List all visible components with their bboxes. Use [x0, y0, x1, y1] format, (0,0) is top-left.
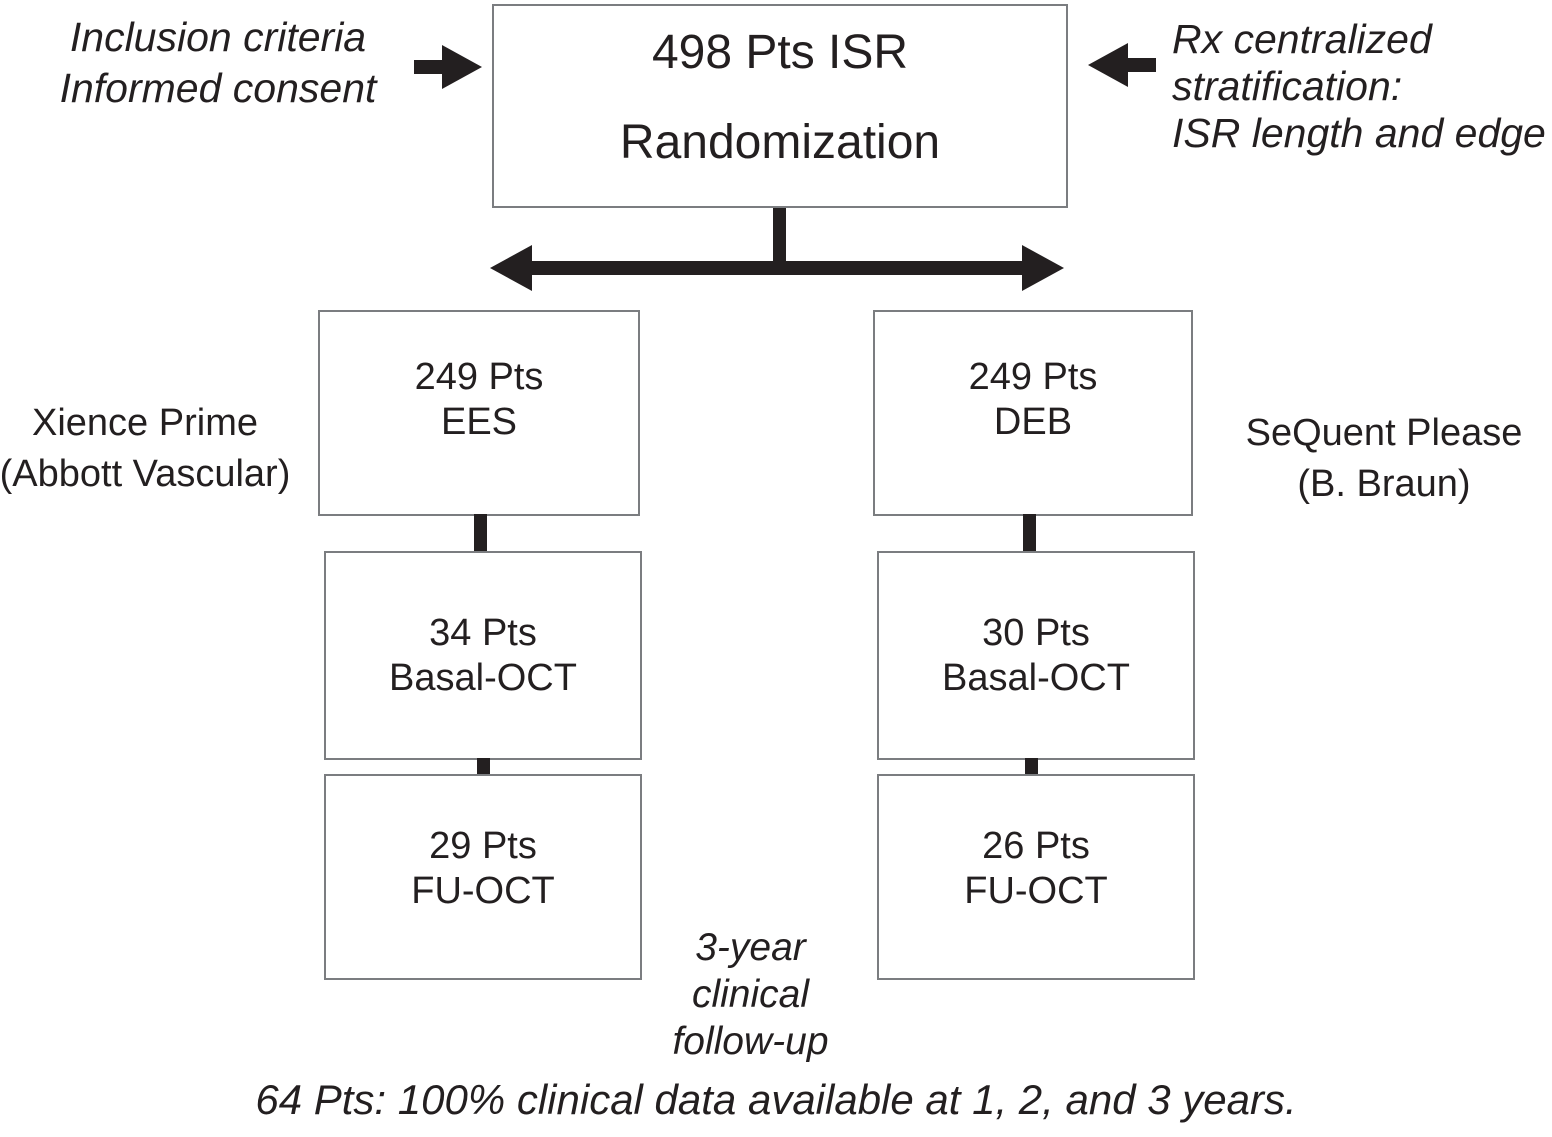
randomization-box-line2: Randomization	[619, 116, 941, 169]
deb-basal-oct-label: Basal-OCT	[942, 656, 1130, 699]
left-arm-device-maker: (Abbott Vascular)	[0, 453, 291, 495]
followup-note: 3-year clinical follow-up	[648, 924, 853, 1065]
ees-arm-count: 249 Pts	[414, 356, 544, 398]
ees-fu-oct-count: 29 Pts	[429, 825, 537, 867]
inclusion-annotation-line2: Informed consent	[59, 65, 377, 111]
stratification-annotation-line2: stratification:	[1172, 63, 1403, 109]
stratification-annotation-line3: ISR length and edge	[1172, 110, 1546, 156]
ees-arm-label: EES	[440, 401, 518, 443]
deb-arm-count: 249 Pts	[968, 356, 1098, 398]
right-block-arrow-icon	[414, 45, 482, 89]
split-arrow-left-head	[490, 245, 532, 291]
deb-fu-oct-box: 26 Pts FU-OCT	[877, 774, 1195, 980]
ees-basal-oct-box: 34 Pts Basal-OCT	[324, 551, 642, 760]
inclusion-annotation: Inclusion criteria Informed consent	[38, 12, 398, 114]
deb-arm-box: 249 Pts DEB	[873, 310, 1193, 516]
right-arm-device-label: SeQuent Please (B. Braun)	[1229, 408, 1539, 510]
arrow-head	[1088, 43, 1128, 87]
ees-fu-oct-label: FU-OCT	[411, 870, 555, 912]
followup-note-line1: 3-year	[695, 926, 806, 969]
arrow-head	[442, 45, 482, 89]
left-connector-2	[477, 758, 490, 776]
ees-basal-oct-label: Basal-OCT	[389, 656, 577, 699]
ees-arm-box: 249 Pts EES	[318, 310, 640, 516]
deb-basal-oct-count: 30 Pts	[982, 611, 1090, 654]
right-connector-1	[1023, 514, 1036, 552]
right-connector-2	[1025, 758, 1038, 776]
stratification-annotation: Rx centralized stratification: ISR lengt…	[1172, 16, 1552, 157]
left-connector-1	[474, 514, 487, 552]
right-arm-device-maker: (B. Braun)	[1297, 463, 1471, 505]
left-arm-device-name: Xience Prime	[32, 402, 258, 444]
randomization-box-line1: 498 Pts ISR	[651, 26, 909, 79]
deb-fu-oct-label: FU-OCT	[964, 870, 1108, 912]
left-block-arrow-icon	[1088, 43, 1156, 87]
split-arrow-bar	[528, 261, 1024, 275]
inclusion-annotation-line1: Inclusion criteria	[69, 14, 367, 60]
left-arm-device-label: Xience Prime (Abbott Vascular)	[0, 398, 300, 500]
bottom-summary-note: 64 Pts: 100% clinical data available at …	[255, 1076, 1297, 1123]
split-arrow-right-head	[1022, 245, 1064, 291]
right-arm-device-name: SeQuent Please	[1245, 412, 1523, 454]
arrow-stem	[1128, 58, 1156, 72]
followup-note-line2: clinical	[691, 973, 810, 1016]
stratification-annotation-line1: Rx centralized	[1172, 16, 1432, 62]
followup-note-line3: follow-up	[672, 1020, 829, 1063]
deb-fu-oct-count: 26 Pts	[982, 825, 1090, 867]
deb-basal-oct-box: 30 Pts Basal-OCT	[877, 551, 1195, 760]
ees-basal-oct-count: 34 Pts	[429, 611, 537, 654]
arrow-stem	[414, 60, 442, 74]
randomization-stem-connector	[773, 208, 786, 270]
deb-arm-label: DEB	[993, 401, 1073, 443]
randomization-box: 498 Pts ISR Randomization	[492, 4, 1068, 208]
ees-fu-oct-box: 29 Pts FU-OCT	[324, 774, 642, 980]
